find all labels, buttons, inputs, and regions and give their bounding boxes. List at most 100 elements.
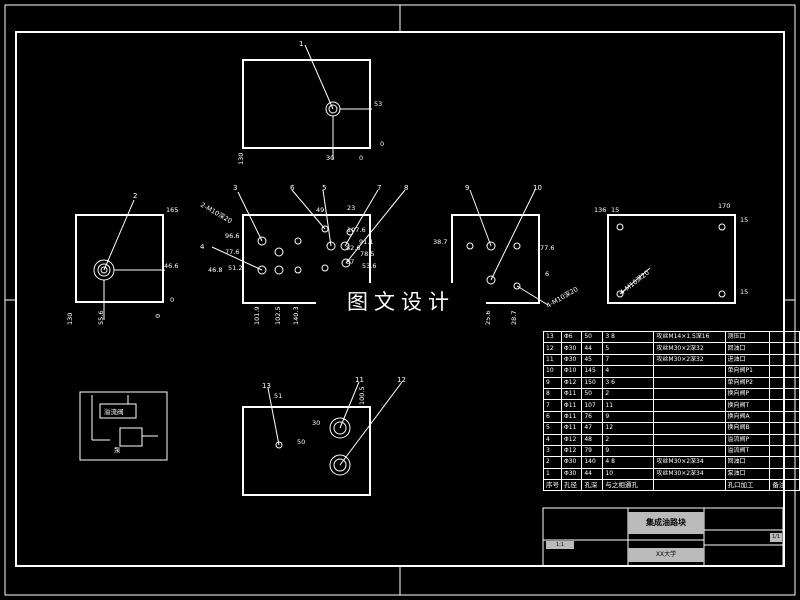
table-cell	[769, 387, 800, 401]
table-cell	[769, 410, 800, 424]
label-1: 1	[299, 40, 303, 48]
svg-text:15: 15	[740, 216, 748, 224]
table-cell: 4	[602, 365, 655, 378]
svg-text:0: 0	[154, 314, 162, 318]
table-cell: 3 6	[602, 376, 655, 389]
table-cell	[653, 376, 726, 389]
table-cell: 测压口	[724, 330, 771, 344]
header-depth: 孔深	[581, 479, 604, 492]
svg-text:泵: 泵	[114, 446, 121, 454]
svg-text:140.3: 140.3	[292, 306, 300, 325]
table-cell: 9	[602, 410, 655, 424]
table-cell	[653, 444, 726, 458]
table-cell: Φ6	[560, 330, 583, 344]
table-cell: 换向阀B	[724, 422, 771, 435]
svg-text:4-M10深20: 4-M10深20	[618, 268, 651, 297]
table-cell: 7	[602, 353, 655, 367]
svg-text:77.6: 77.6	[540, 244, 554, 252]
table-cell: Φ11	[560, 399, 583, 412]
table-cell: 1	[543, 467, 562, 481]
table-cell: 溢流阀P	[724, 433, 771, 446]
table-cell: 3	[543, 444, 562, 458]
svg-text:2-M10深20: 2-M10深20	[199, 200, 234, 225]
table-cell: 11	[602, 399, 655, 412]
header-diameter: 孔径	[560, 479, 583, 492]
table-cell: 9	[602, 444, 655, 458]
svg-text:55.6: 55.6	[97, 311, 105, 325]
table-cell: 5	[602, 342, 655, 355]
table-cell	[769, 342, 800, 355]
svg-text:7: 7	[377, 184, 381, 192]
table-cell: 45	[581, 353, 604, 367]
table-cell: 攻丝M30×2深32	[653, 353, 726, 367]
table-cell: 单向阀P1	[724, 365, 771, 378]
table-cell: 2	[602, 433, 655, 446]
svg-text:100.5: 100.5	[358, 386, 366, 405]
table-cell: 换向阀P	[724, 387, 771, 401]
header-index: 序号	[543, 479, 562, 492]
table-cell: 2	[543, 456, 562, 469]
table-cell: 6	[543, 410, 562, 424]
table-cell: 10	[602, 467, 655, 481]
table-cell: 47	[581, 422, 604, 435]
svg-text:77.6: 77.6	[225, 248, 239, 256]
svg-text:130: 130	[237, 153, 245, 165]
svg-text:102.5: 102.5	[274, 306, 282, 325]
table-cell: 4	[543, 433, 562, 446]
table-cell: 5	[543, 422, 562, 435]
header-machining: 孔口加工	[724, 479, 771, 492]
table-cell: 3 8	[602, 330, 655, 344]
title-block-sheet: 1/1	[770, 533, 782, 542]
table-cell: 44	[581, 467, 604, 481]
svg-text:136: 136	[594, 206, 606, 214]
table-cell	[769, 365, 800, 378]
svg-text:130: 130	[66, 313, 74, 325]
table-cell: 12	[602, 422, 655, 435]
table-cell: 换向阀T	[724, 399, 771, 412]
table-cell	[769, 330, 800, 344]
table-cell: 50	[581, 387, 604, 401]
svg-text:53: 53	[374, 100, 382, 108]
table-cell	[653, 410, 726, 424]
title-block-title: 集成油路块	[628, 512, 704, 534]
table-cell: 11	[543, 353, 562, 367]
svg-text:2: 2	[133, 192, 137, 200]
table-cell: 76	[581, 410, 604, 424]
svg-text:4-M10深20: 4-M10深20	[545, 284, 580, 309]
svg-text:10: 10	[533, 184, 542, 192]
svg-text:30: 30	[312, 419, 320, 427]
table-cell: 44	[581, 342, 604, 355]
parts-table-header: 序号 孔径 孔深 与之相通孔 孔口加工 备注	[543, 479, 800, 492]
svg-text:13: 13	[262, 382, 271, 390]
table-cell: Φ11	[560, 410, 583, 424]
table-cell: 79	[581, 444, 604, 458]
table-cell: 攻丝M30×2深32	[653, 342, 726, 355]
table-cell: 9	[543, 376, 562, 389]
svg-text:38.7: 38.7	[433, 238, 447, 246]
svg-text:46.8: 46.8	[208, 266, 222, 274]
svg-text:28.7: 28.7	[510, 311, 518, 325]
table-cell: Φ12	[560, 444, 583, 458]
svg-text:6: 6	[290, 184, 295, 192]
table-cell: Φ30	[560, 353, 583, 367]
svg-text:溢流阀: 溢流阀	[104, 407, 124, 416]
svg-text:96.6: 96.6	[225, 232, 239, 240]
svg-text:9: 9	[465, 184, 469, 192]
table-cell: 12	[543, 342, 562, 355]
table-cell: 攻丝M30×2深34	[653, 456, 726, 469]
table-cell: Φ11	[560, 387, 583, 401]
table-cell	[769, 376, 800, 389]
svg-text:23: 23	[347, 204, 355, 212]
table-cell	[653, 387, 726, 401]
table-cell	[769, 444, 800, 458]
